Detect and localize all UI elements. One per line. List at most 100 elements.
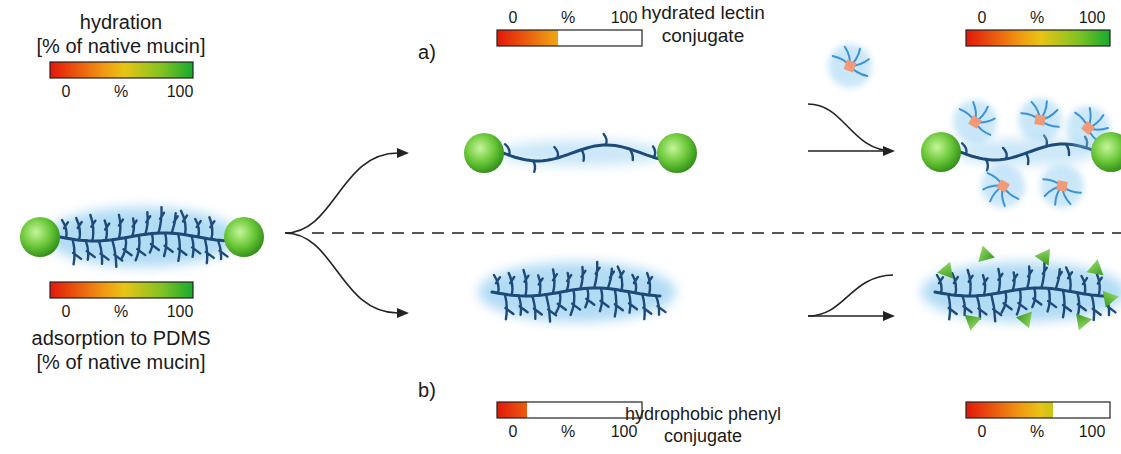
scale-bar	[966, 30, 1110, 46]
separator-line	[312, 232, 1121, 234]
glycan-chain	[632, 275, 638, 293]
glycan-chain	[1066, 267, 1072, 291]
scale-bar	[497, 30, 642, 46]
glycan-chain	[136, 235, 146, 260]
hydration-glow	[950, 97, 1001, 148]
glycan-chain	[209, 217, 214, 239]
lectin-block	[1081, 121, 1095, 135]
scale-unit: %	[114, 82, 128, 101]
glycan-chain	[963, 296, 972, 315]
glycan-chain	[567, 273, 572, 291]
glycan-chain	[62, 220, 68, 238]
hydration-glow	[497, 140, 666, 166]
glycan-chain	[629, 292, 638, 313]
mucin	[497, 134, 666, 172]
glycan-chain	[99, 241, 109, 264]
glycan-chain	[983, 275, 988, 295]
glycan-chain	[1017, 289, 1027, 314]
arrow-head	[883, 311, 895, 321]
phenyl-group	[1035, 244, 1057, 266]
glycan-chain	[76, 218, 82, 240]
scale-bar	[966, 402, 1110, 418]
lectin-block	[996, 179, 1010, 193]
glycan-chain	[968, 270, 973, 296]
glycan-chain	[172, 213, 178, 233]
lectin-block	[1056, 180, 1068, 192]
glycan-chain	[145, 212, 150, 234]
glycan-chain	[556, 292, 566, 313]
glycan-chain	[164, 233, 173, 256]
glycan-chain	[1003, 148, 1007, 159]
glycan-chain	[90, 215, 95, 241]
lectin-block	[1034, 114, 1046, 126]
glycan-chain	[122, 238, 132, 259]
glycan-chain	[178, 234, 186, 261]
glycan-chain	[553, 269, 557, 293]
scale-unit: %	[561, 422, 575, 441]
scale-tick: 0	[509, 8, 518, 27]
reaction-arrow	[808, 104, 893, 316]
glycan-chain	[986, 159, 988, 170]
scale-tick: 0	[978, 422, 987, 441]
phenyl-group	[1103, 288, 1121, 307]
glycan-chain	[585, 288, 594, 307]
glycan-chain	[991, 294, 1001, 321]
glycan-chain	[582, 150, 584, 161]
mucin	[478, 262, 676, 322]
mucin-group	[46, 44, 1121, 333]
phenyl-group	[1016, 312, 1037, 332]
glycan-chain	[656, 296, 666, 315]
glycan-chain	[653, 146, 655, 157]
arrow-head	[397, 308, 409, 318]
glycan-chain	[618, 267, 624, 291]
glycan-chain	[1048, 288, 1057, 311]
glycan-chain	[105, 221, 110, 241]
hydration-glow	[978, 161, 1029, 212]
arrow-head	[883, 146, 895, 156]
glycan-chain	[962, 143, 967, 154]
glycan-chain	[1066, 144, 1069, 155]
glycan-chain	[1026, 153, 1028, 164]
scale-tick: 100	[167, 302, 194, 321]
panel-letter: a)	[418, 40, 436, 64]
glycan-chain	[159, 207, 165, 233]
glycan-chain	[594, 262, 600, 288]
hydration-glow	[46, 207, 238, 267]
glycan-chain	[937, 275, 943, 293]
lectin-conjugate	[828, 44, 872, 88]
scale-tick: 0	[62, 82, 71, 101]
glycan-chain	[1013, 273, 1018, 291]
hydration-glow	[1037, 161, 1088, 212]
glycan-chain	[604, 134, 607, 145]
scale-tick: 100	[611, 422, 638, 441]
arrow-head	[397, 148, 409, 158]
mucin	[46, 207, 238, 267]
lectin-conjugate	[1015, 95, 1066, 146]
glycan-chain	[1077, 293, 1086, 314]
glycan-chain	[73, 239, 82, 264]
glycan-chain	[532, 296, 542, 319]
panel-letter: b)	[418, 378, 436, 402]
lectin-block	[968, 115, 982, 129]
axis-title: adsorption to PDMS	[32, 326, 211, 350]
glycan-chain	[494, 275, 500, 293]
scale-tick: 0	[978, 8, 987, 27]
glycan-chain	[1097, 274, 1102, 296]
glycan-chain	[1063, 290, 1071, 317]
glycan-chain	[600, 288, 609, 311]
reagent-label: hydrated lectin conjugate	[628, 2, 778, 48]
glycan-chain	[1041, 262, 1047, 288]
hydration-glow	[1015, 95, 1066, 146]
glycan-chain	[205, 238, 214, 263]
axis-title: hydration	[80, 10, 162, 34]
lectin-conjugate	[978, 161, 1029, 212]
hydration-glow	[828, 44, 872, 88]
scale-tick: 100	[167, 82, 194, 101]
glycan-chain	[192, 236, 201, 257]
glycan-chain	[630, 149, 633, 160]
glycan-chain	[132, 219, 137, 237]
glycan-chain	[150, 234, 159, 253]
glycan-chain	[112, 240, 122, 267]
glycan-chain	[1082, 276, 1088, 294]
